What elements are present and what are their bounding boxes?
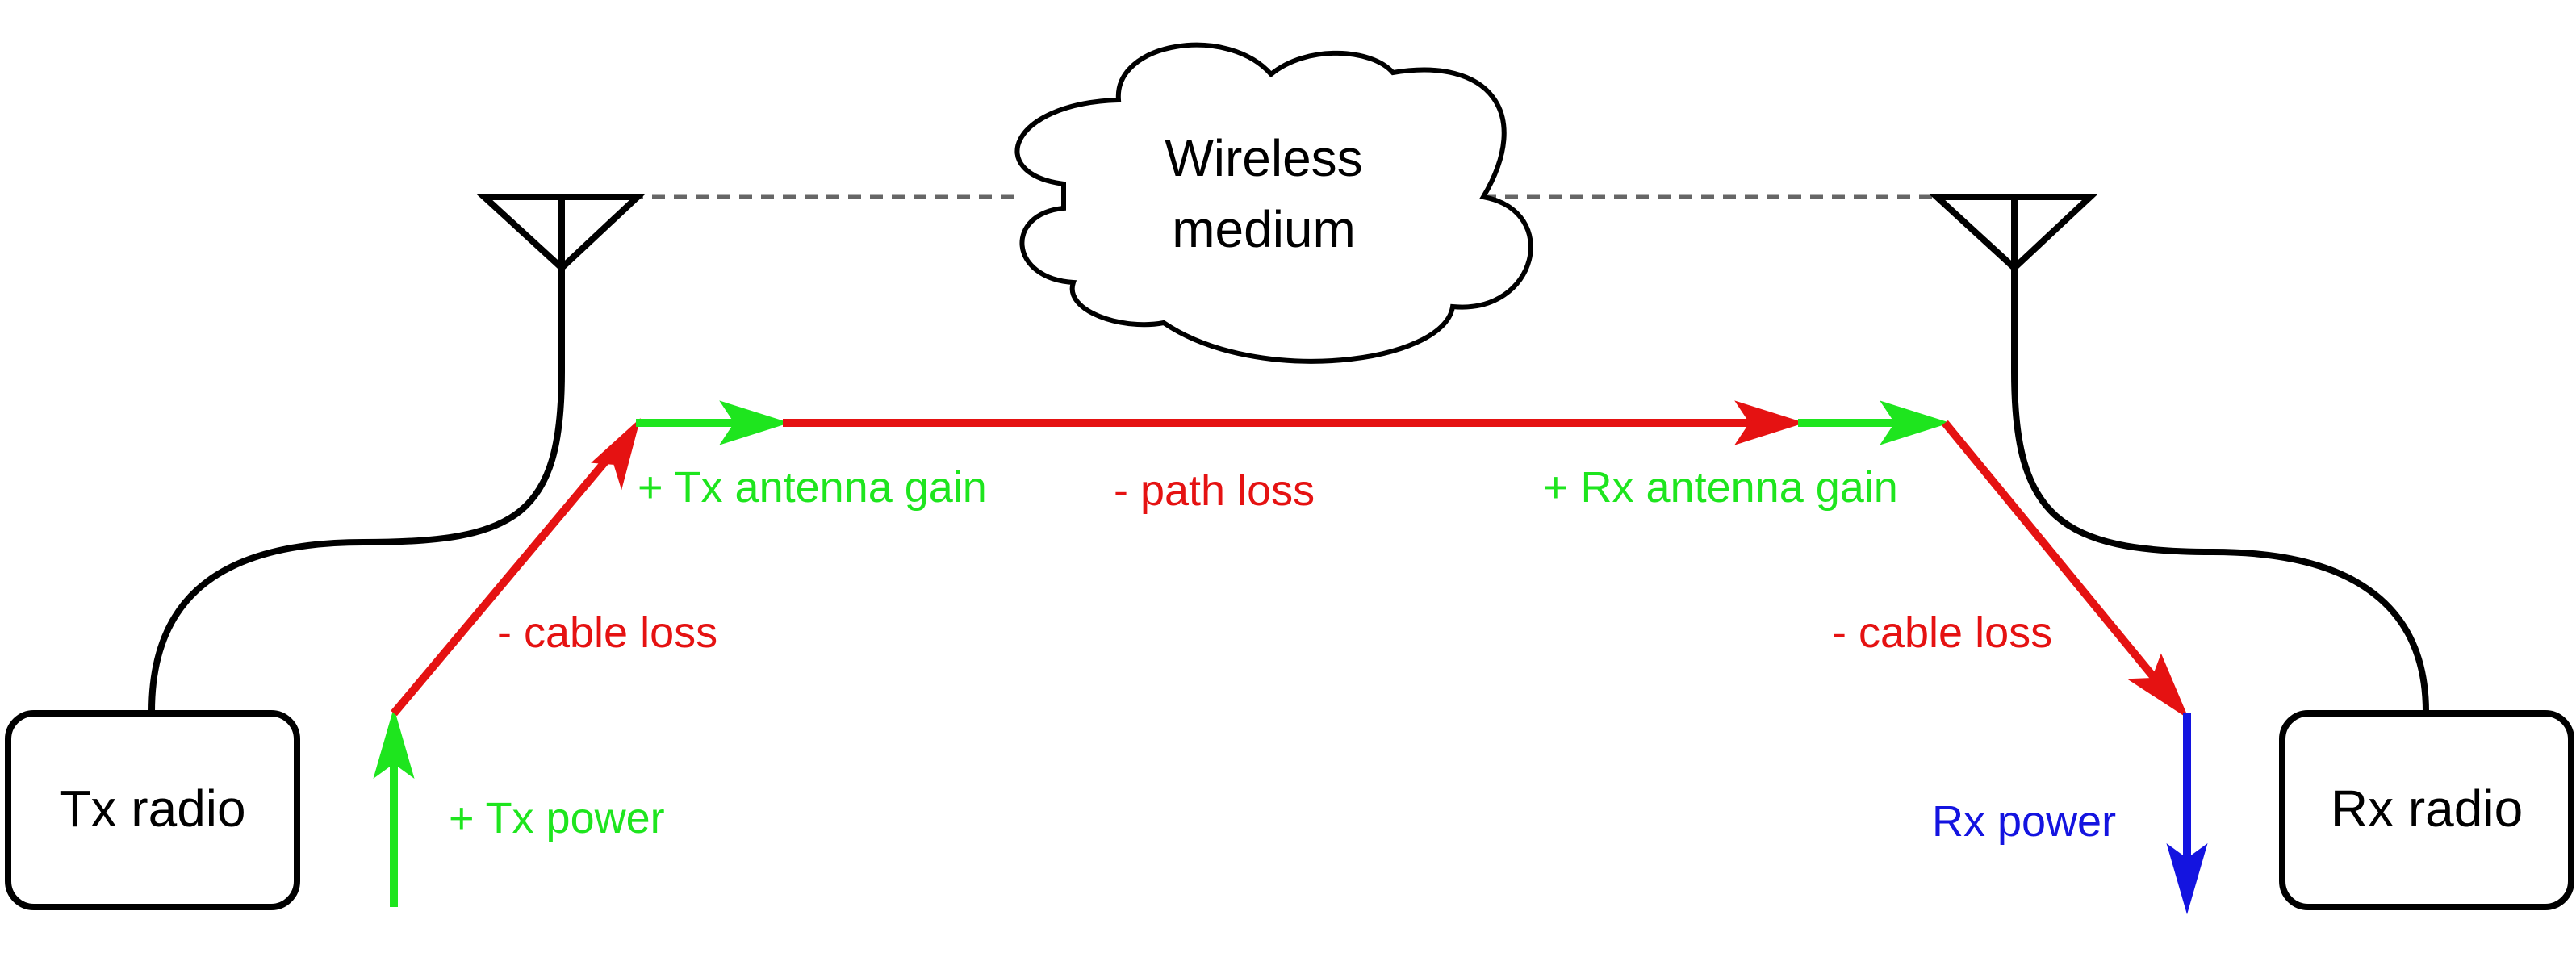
tx-cable-loss-arrow xyxy=(391,417,641,717)
rx-power-arrow xyxy=(2166,713,2208,915)
tx-antenna-gain-label: + Tx antenna gain xyxy=(638,463,987,512)
tx-cable-loss-label: - cable loss xyxy=(497,608,717,657)
rx-antenna-icon xyxy=(1928,194,2099,274)
rx-radio-label: Rx radio xyxy=(2331,780,2523,838)
wireless-medium-label-line1: Wireless xyxy=(1165,129,1362,187)
rx-radio-box: Rx radio xyxy=(2279,710,2574,910)
rx-cable-loss-arrow xyxy=(1942,420,2189,720)
rx-cable-loss-label: - cable loss xyxy=(1832,608,2052,657)
tx-power-label: + Tx power xyxy=(449,794,665,842)
rx-antenna-gain-label: + Rx antenna gain xyxy=(1543,463,1898,512)
wireless-medium-label-line2: medium xyxy=(1172,200,1356,258)
tx-radio-label: Tx radio xyxy=(59,780,245,838)
rx-cable xyxy=(2011,266,2429,713)
wireless-medium-cloud: Wireless medium xyxy=(1014,42,1533,364)
path-loss-arrow xyxy=(783,400,1805,445)
tx-antenna-icon xyxy=(475,194,646,274)
rx-antenna-gain-arrow xyxy=(1798,400,1951,445)
path-loss-label: - path loss xyxy=(1114,466,1315,515)
rx-power-label: Rx power xyxy=(1932,797,2116,846)
tx-cable xyxy=(148,266,565,713)
tx-antenna-gain-arrow xyxy=(636,400,790,445)
tx-power-arrow xyxy=(373,707,415,907)
tx-radio-box: Tx radio xyxy=(5,710,300,910)
